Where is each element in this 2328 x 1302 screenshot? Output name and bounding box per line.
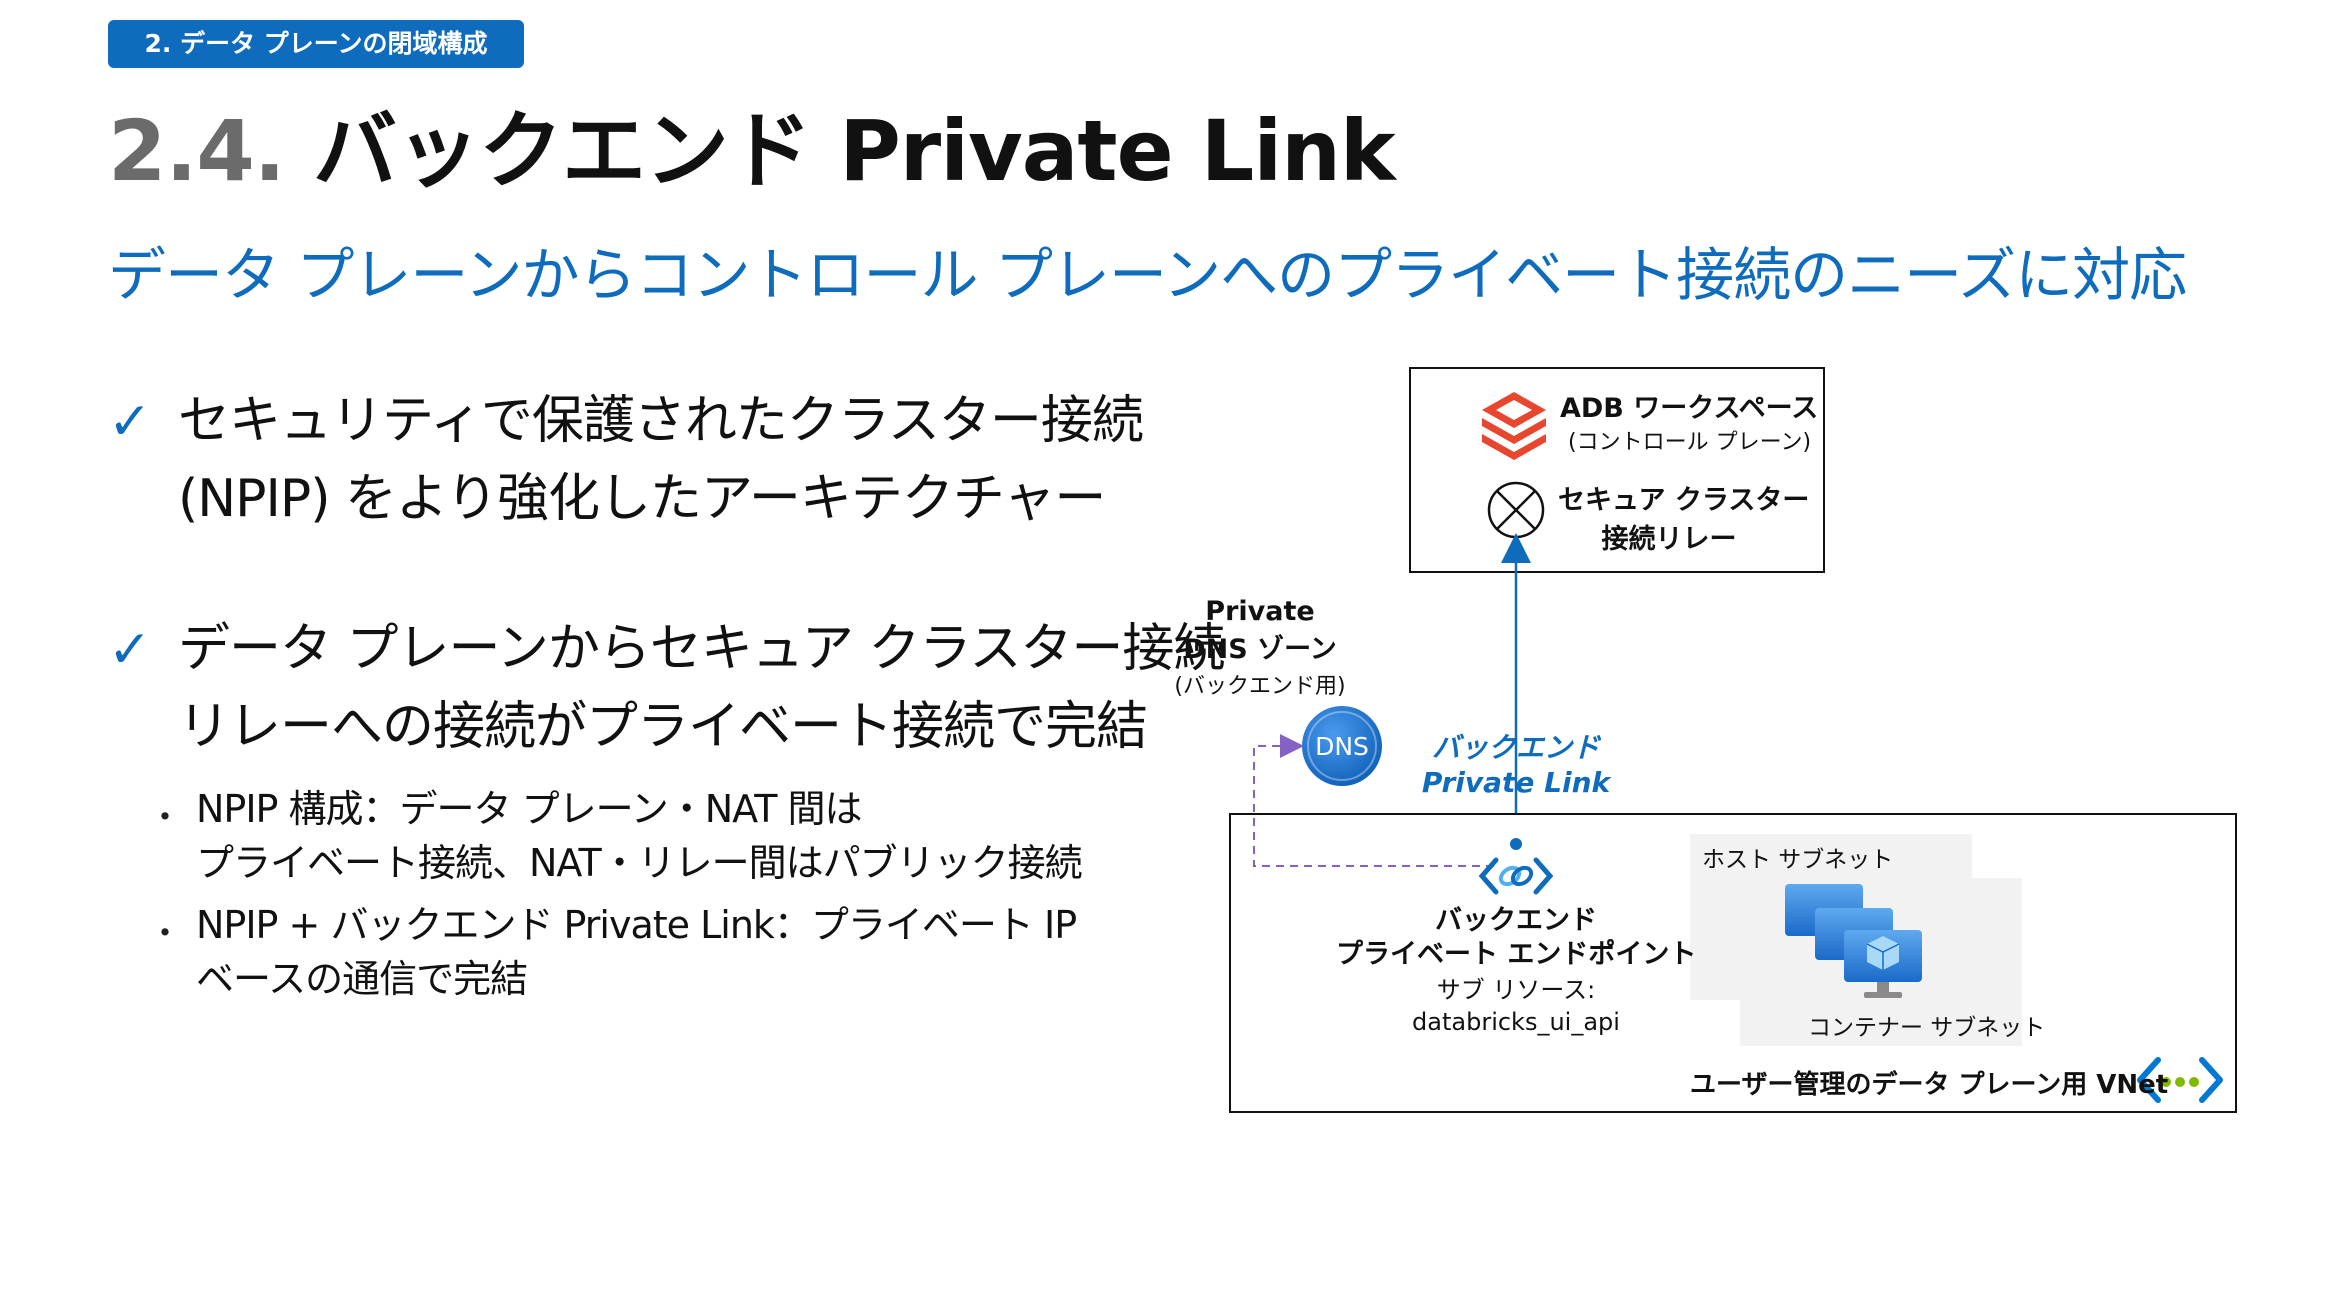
bullet-2: データ プレーンからセキュア クラスター接続 リレーへの接続がプライベート接続で… bbox=[178, 610, 1225, 766]
sub-bullet-2-line-1: NPIP + バックエンド Private Link：プライベート IP bbox=[196, 903, 1077, 947]
vnet-icon bbox=[2137, 1057, 2223, 1103]
bullet-1-line-2: (NPIP) をより強化したアーキテクチャー bbox=[178, 469, 1106, 529]
relay-label-line-1: セキュア クラスター bbox=[1558, 485, 1810, 516]
check-icon: ✓ bbox=[108, 392, 152, 452]
page-title: 2.4. バックエンド Private Link bbox=[108, 84, 1396, 205]
bullet-1-line-1: セキュリティで保護されたクラスター接続 bbox=[178, 391, 1144, 451]
endpoint-label: バックエンド プライベート エンドポイント bbox=[1336, 904, 1696, 972]
workspace-title: ADB ワークスペース bbox=[1560, 393, 1819, 424]
sub-bullet-2-line-2: ベースの通信で完結 bbox=[196, 957, 528, 1001]
endpoint-line-3: サブ リソース: bbox=[1436, 976, 1596, 1004]
title-text: バックエンド Private Link bbox=[312, 102, 1396, 200]
bullet-2-line-1: データ プレーンからセキュア クラスター接続 bbox=[178, 619, 1225, 679]
dns-zone-line-2: DNS ゾーン bbox=[1183, 634, 1337, 665]
relay-label: セキュア クラスター 接続リレー bbox=[1558, 478, 1810, 556]
workspace-subtitle: (コントロール プレーン) bbox=[1568, 430, 1812, 455]
endpoint-line-1: バックエンド bbox=[1435, 905, 1597, 936]
sub-bullet-2: NPIP + バックエンド Private Link：プライベート IP ベース… bbox=[196, 898, 1077, 1006]
private-link-line-2: Private Link bbox=[1421, 766, 1611, 799]
page-subtitle: データ プレーンからコントロール プレーンへのプライベート接続のニーズに対応 bbox=[108, 241, 2187, 309]
sub-bullet-1-line-2: プライベート接続、NAT・リレー間はパブリック接続 bbox=[196, 841, 1083, 885]
vnet-label: ユーザー管理のデータ プレーン用 VNet bbox=[1690, 1070, 2169, 1100]
workspace-box bbox=[1409, 367, 1825, 573]
sub-bullet-dot: ・ bbox=[148, 914, 182, 954]
bullet-2-line-2: リレーへの接続がプライベート接続で完結 bbox=[178, 697, 1148, 757]
dns-zone-note: (バックエンド用) bbox=[1174, 674, 1346, 699]
container-subnet-label: コンテナー サブネット bbox=[1808, 1015, 2046, 1041]
host-subnet-label: ホスト サブネット bbox=[1702, 847, 1894, 873]
bullet-1: セキュリティで保護されたクラスター接続 (NPIP) をより強化したアーキテクチ… bbox=[178, 382, 1144, 538]
sub-bullet-1: NPIP 構成：データ プレーン・NAT 間は プライベート接続、NAT・リレー… bbox=[196, 782, 1083, 890]
sub-bullet-dot: ・ bbox=[148, 798, 182, 838]
endpoint-line-4: databricks_ui_api bbox=[1412, 1008, 1620, 1036]
dns-icon bbox=[1302, 706, 1382, 786]
private-endpoint-icon bbox=[1478, 838, 1554, 895]
virtual-machines-icon bbox=[1785, 884, 1922, 998]
dns-dashed-connector bbox=[1253, 734, 1494, 867]
endpoint-subresource: サブ リソース: databricks_ui_api bbox=[1336, 974, 1696, 1038]
dns-zone-label: Private DNS ゾーン bbox=[1160, 596, 1360, 666]
endpoint-line-2: プライベート エンドポイント bbox=[1336, 939, 1697, 970]
section-tag: 2. データ プレーンの閉域構成 bbox=[108, 20, 524, 68]
sub-bullet-1-line-1: NPIP 構成：データ プレーン・NAT 間は bbox=[196, 787, 862, 831]
dns-icon-label: DNS bbox=[1315, 732, 1369, 761]
dns-zone-line-1: Private bbox=[1205, 596, 1315, 627]
check-icon: ✓ bbox=[108, 620, 152, 680]
private-link-label: バックエンド Private Link bbox=[1416, 726, 1616, 799]
relay-label-line-2: 接続リレー bbox=[1601, 524, 1737, 555]
title-number: 2.4. bbox=[108, 102, 286, 200]
private-link-line-1: バックエンド bbox=[1431, 731, 1600, 764]
relay-icon bbox=[1487, 481, 1545, 539]
databricks-icon bbox=[1482, 392, 1546, 460]
